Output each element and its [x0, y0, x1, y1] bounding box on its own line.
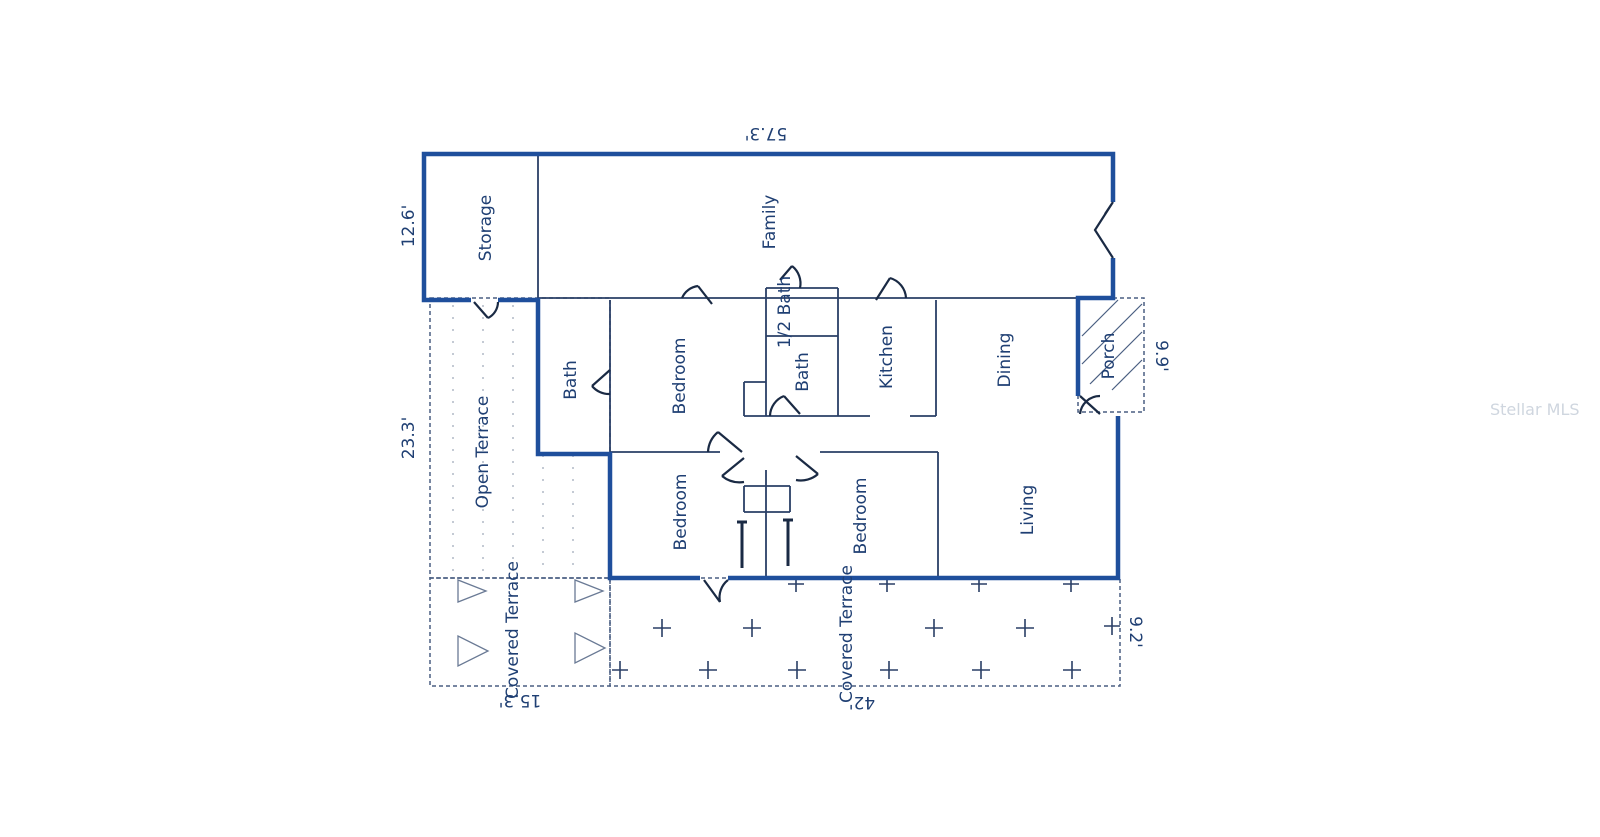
closet-doors: [737, 518, 793, 568]
dim-left-lower: 23.3': [399, 417, 419, 460]
room-labels: Storage Family 1/2 Bath Bath Bedroom Bat…: [473, 195, 1119, 703]
exterior-walls: [421, 151, 1121, 581]
dim-top-width: 57.3': [745, 123, 788, 143]
door-swing-storage: [473, 301, 500, 319]
door-swing-half-bath: [779, 265, 802, 289]
door-swing-porch: [1078, 394, 1101, 415]
label-storage: Storage: [476, 195, 496, 262]
door-swing-bath-west: [591, 369, 611, 396]
label-family: Family: [760, 195, 780, 250]
label-dining: Dining: [995, 333, 1015, 388]
door-swing-bedroom-sw-east: [721, 457, 745, 484]
door-swings: [473, 201, 1114, 603]
label-open-terrace: Open Terrace: [473, 396, 493, 509]
door-swing-bedroom-sw-south: [703, 579, 729, 603]
dim-covered-terrace-depth: 9.2': [1125, 616, 1145, 648]
dim-porch-depth: 9.9': [1151, 340, 1171, 372]
label-porch: Porch: [1099, 333, 1119, 380]
label-kitchen: Kitchen: [877, 325, 897, 389]
covered-terrace-south-outline: [609, 577, 1121, 687]
covered-terrace-west-pattern: [457, 579, 607, 668]
label-half-bath-1: 1/2 Bath: [775, 276, 795, 348]
interior-walls: [537, 155, 1078, 576]
door-swing-bedroom-se: [795, 455, 819, 482]
label-living: Living: [1018, 485, 1038, 536]
label-covered-terrace-west: Covered Terrace: [503, 561, 523, 699]
dim-covered-terrace-west-width: 15.3': [499, 690, 542, 710]
dim-covered-terrace-south-width: 42': [849, 692, 875, 712]
covered-terrace-south-pattern: [612, 576, 1120, 679]
covered-terrace-west-outline: [429, 577, 611, 687]
door-swing-bedroom-north: [680, 284, 713, 305]
label-bath-center: Bath: [793, 352, 813, 392]
open-terrace-grid: [452, 305, 574, 572]
door-swing-bath-center: [768, 394, 801, 417]
label-bedroom-southeast: Bedroom: [851, 478, 871, 555]
dim-left-upper: 12.6': [399, 205, 419, 248]
label-bedroom-north: Bedroom: [670, 338, 690, 415]
door-swing-bedroom-sw-north: [706, 431, 743, 453]
door-swing-family-east: [1093, 201, 1114, 259]
porch-hatch: [1081, 299, 1143, 391]
label-bath-west: Bath: [561, 360, 581, 400]
dimension-labels: 57.3' 12.6' 23.3' 9.9' 9.2' 15.3' 42': [399, 123, 1171, 712]
label-bedroom-southwest: Bedroom: [671, 474, 691, 551]
door-swing-kitchen: [875, 276, 908, 301]
watermark: Stellar MLS: [1490, 400, 1580, 419]
label-covered-terrace-south: Covered Terrace: [837, 565, 857, 703]
open-terrace-outline: [429, 297, 611, 579]
